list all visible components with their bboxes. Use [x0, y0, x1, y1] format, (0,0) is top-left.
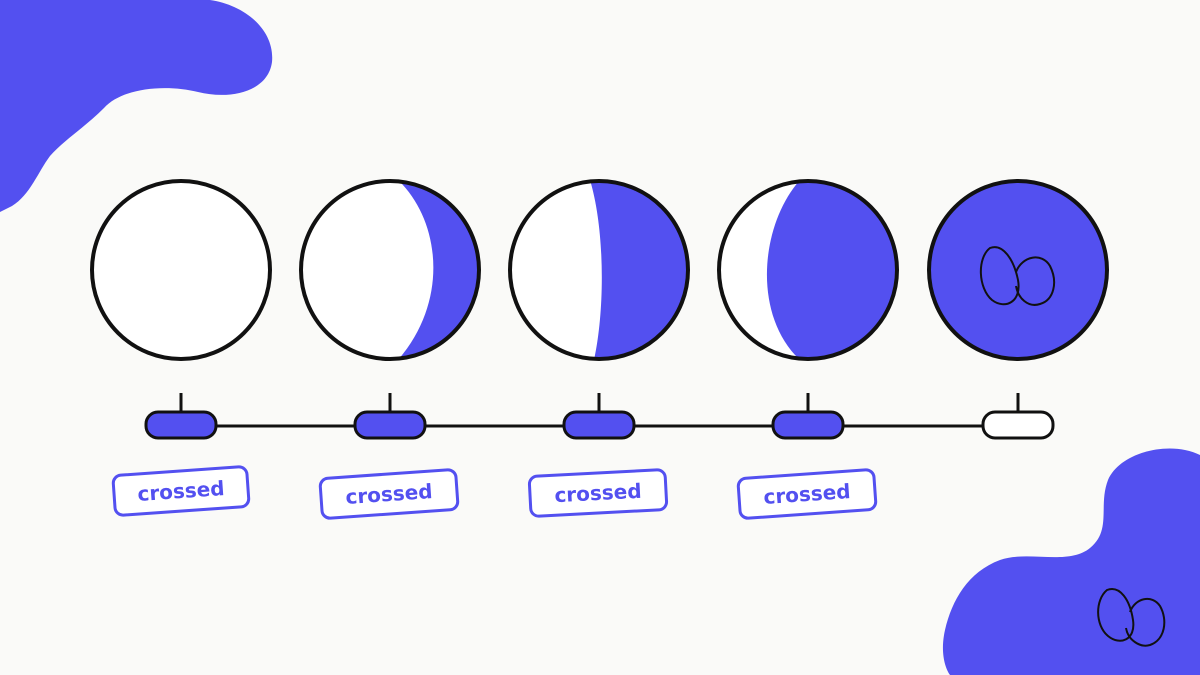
moon-outline [299, 179, 481, 361]
track-marker-2 [353, 393, 427, 440]
status-stamp-3: crossed [527, 468, 669, 518]
status-label: crossed [554, 479, 642, 508]
moon-shadow [766, 181, 897, 359]
moon-circle [92, 181, 270, 359]
moon-outline [927, 179, 1109, 361]
track-pill [562, 410, 636, 440]
phase-step-1 [90, 179, 272, 361]
moon-outline [508, 179, 690, 361]
phase-step-4 [717, 179, 899, 361]
track-pill [771, 410, 845, 440]
phase-step-3 [508, 179, 690, 361]
corner-blob-top-left [0, 0, 273, 212]
logo-icon [1097, 588, 1166, 647]
status-stamp-1: crossed [111, 465, 251, 517]
corner-blob-bottom-right [942, 448, 1200, 675]
track-marker-4 [771, 393, 845, 440]
moon-logo-icon [979, 246, 1056, 306]
moon-shadow [590, 181, 688, 359]
moon-outline [717, 179, 899, 361]
phase-step-5 [927, 179, 1109, 361]
track-marker-1 [144, 393, 218, 440]
moon-outline [90, 179, 272, 361]
track-marker-3 [562, 393, 636, 440]
phase-step-2 [299, 179, 481, 361]
track-pill [144, 410, 218, 440]
status-stamp-4: crossed [736, 468, 878, 520]
status-stamp-2: crossed [318, 468, 460, 520]
track-marker-5 [981, 393, 1055, 440]
track-pill [353, 410, 427, 440]
moon-circle [929, 181, 1107, 359]
track-pill [981, 410, 1055, 440]
